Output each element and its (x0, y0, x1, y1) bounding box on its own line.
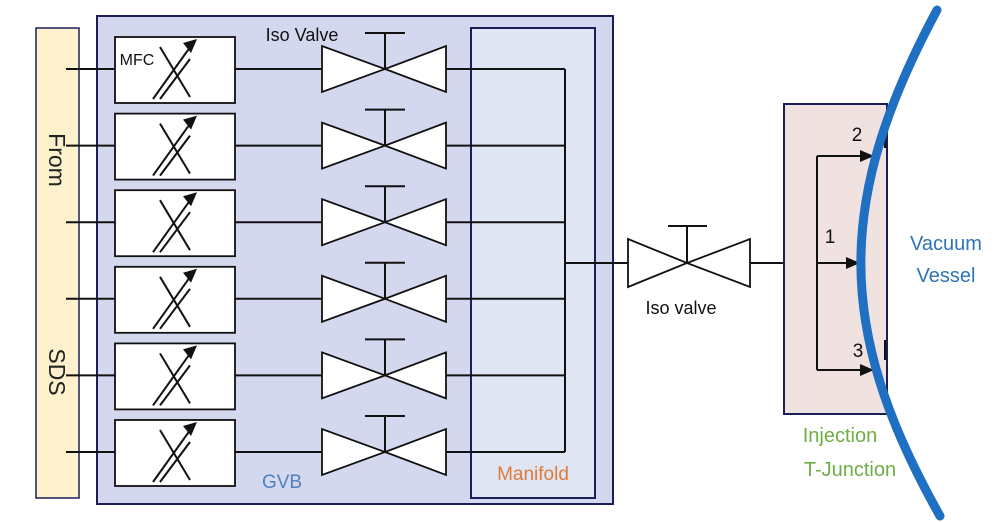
gvb-label: GVB (262, 472, 302, 493)
channel-2 (66, 108, 565, 181)
channel-5 (66, 338, 565, 411)
injection-label-line1: Injection (803, 425, 878, 447)
vessel-label-line2: Vessel (917, 265, 976, 287)
mfc-symbol-line (159, 429, 191, 481)
mfc-box (114, 265, 236, 334)
mfc-symbol-line (159, 364, 191, 406)
mfc-symbol-line (159, 58, 191, 100)
iso-valve-left (321, 44, 388, 94)
channel-1 (66, 32, 565, 104)
mfc-symbol-line (159, 123, 191, 175)
mfc-symbol-arrow-shaft (152, 348, 194, 406)
mfc-symbol-line (159, 276, 191, 328)
main-valve-label: Iso valve (645, 298, 716, 318)
mfc-label: MFC (120, 52, 155, 69)
port-2-label: 2 (852, 125, 863, 146)
mfc-symbol-arrowhead (183, 268, 197, 283)
mfc-symbol-arrow-shaft (152, 119, 194, 177)
iso-valve-left (321, 274, 388, 324)
mfc-symbol-arrow-shaft (152, 195, 194, 253)
iso-valve-left (321, 121, 388, 170)
source-box (35, 27, 80, 499)
mfc-symbol-arrowhead (183, 115, 197, 130)
manifold-label: Manifold (497, 464, 569, 485)
mfc-symbol-line (159, 288, 191, 330)
mfc-symbol-arrow-shaft (152, 272, 194, 330)
mfc-symbol-arrow-shaft (152, 42, 194, 100)
gvb-channels (66, 32, 565, 487)
vessel-label-line1: Vacuum (910, 233, 982, 255)
mfc-symbol-line (159, 199, 191, 251)
mfc-box (114, 419, 236, 487)
mfc-box (114, 36, 236, 104)
mfc-symbol-arrow-shaft (152, 425, 194, 483)
port-1-label: 1 (825, 227, 836, 248)
channel-6 (66, 415, 565, 487)
mfc-box (114, 112, 236, 181)
t-junction-lines (816, 150, 874, 376)
channel-3 (66, 185, 565, 258)
iso-valve-left (321, 427, 388, 477)
mfc-symbol-line (159, 441, 191, 483)
mfc-symbol-line (159, 211, 191, 253)
injection-label-line2: T-Junction (804, 459, 896, 481)
mfc-symbol-line (159, 352, 191, 404)
mfc-symbol-line (159, 46, 191, 98)
source-label-bottom: SDS (44, 348, 70, 395)
port-3-label: 3 (853, 341, 864, 362)
iso-valve-label: Iso Valve (266, 25, 339, 45)
mfc-box (114, 342, 236, 411)
mfc-symbol-arrowhead (183, 422, 197, 436)
channel-4 (66, 261, 565, 334)
iso-valve-left (321, 197, 388, 247)
mfc-symbol-arrowhead (183, 345, 197, 360)
vacuum-vessel-wall (856, 5, 945, 521)
iso-valve-left (321, 351, 388, 400)
main-iso-valve (627, 225, 751, 289)
mfc-symbol-arrowhead (183, 192, 197, 207)
mfc-symbol-line (159, 135, 191, 177)
mfc-box (114, 189, 236, 258)
source-label-top: From (44, 133, 70, 187)
mfc-symbol-arrowhead (183, 39, 197, 53)
